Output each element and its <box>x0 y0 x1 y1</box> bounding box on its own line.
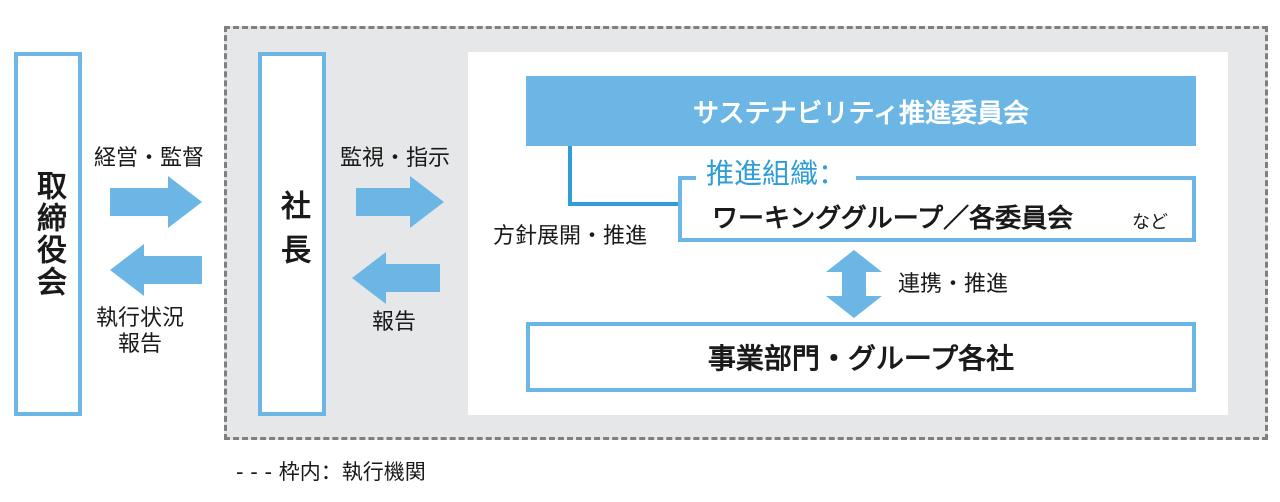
committee-label: サステナビリティ推進委員会 <box>693 98 1029 129</box>
connector-line <box>568 146 572 206</box>
management-supervision-label: 経営・監督 <box>94 146 205 171</box>
working-group-box <box>678 176 1196 242</box>
left-arrow-icon <box>110 244 202 296</box>
left-arrow-icon <box>352 252 440 304</box>
report-label: 報告 <box>372 310 417 335</box>
right-arrow-icon <box>356 176 444 228</box>
president-box: 社長 <box>258 52 326 416</box>
right-arrow-icon <box>110 176 202 228</box>
board-of-directors-box: 取締役会 <box>14 52 82 416</box>
working-group-label: ワーキンググループ／各委員会 <box>712 204 1074 234</box>
policy-deployment-label: 方針展開・推進 <box>493 224 648 249</box>
sustainability-committee-box: サステナビリティ推進委員会 <box>526 76 1196 146</box>
business-divisions-box: 事業部門・グループ各社 <box>526 322 1196 392</box>
business-label: 事業部門・グループ各社 <box>707 342 1015 375</box>
execution-report-label: 執行状況 報告 <box>96 306 185 358</box>
president-label: 社長 <box>275 190 310 278</box>
board-label: 取締役会 <box>31 170 66 298</box>
connector-line <box>568 202 680 206</box>
working-group-suffix: など <box>1132 212 1168 233</box>
monitor-instruct-label: 監視・指示 <box>340 146 451 171</box>
cooperation-label: 連携・推進 <box>898 272 1009 297</box>
legend-executive-body: - - - 枠内：執行機関 <box>236 460 426 484</box>
double-arrow-icon <box>826 250 882 318</box>
promotion-organization-title: 推進組織： <box>696 154 857 194</box>
